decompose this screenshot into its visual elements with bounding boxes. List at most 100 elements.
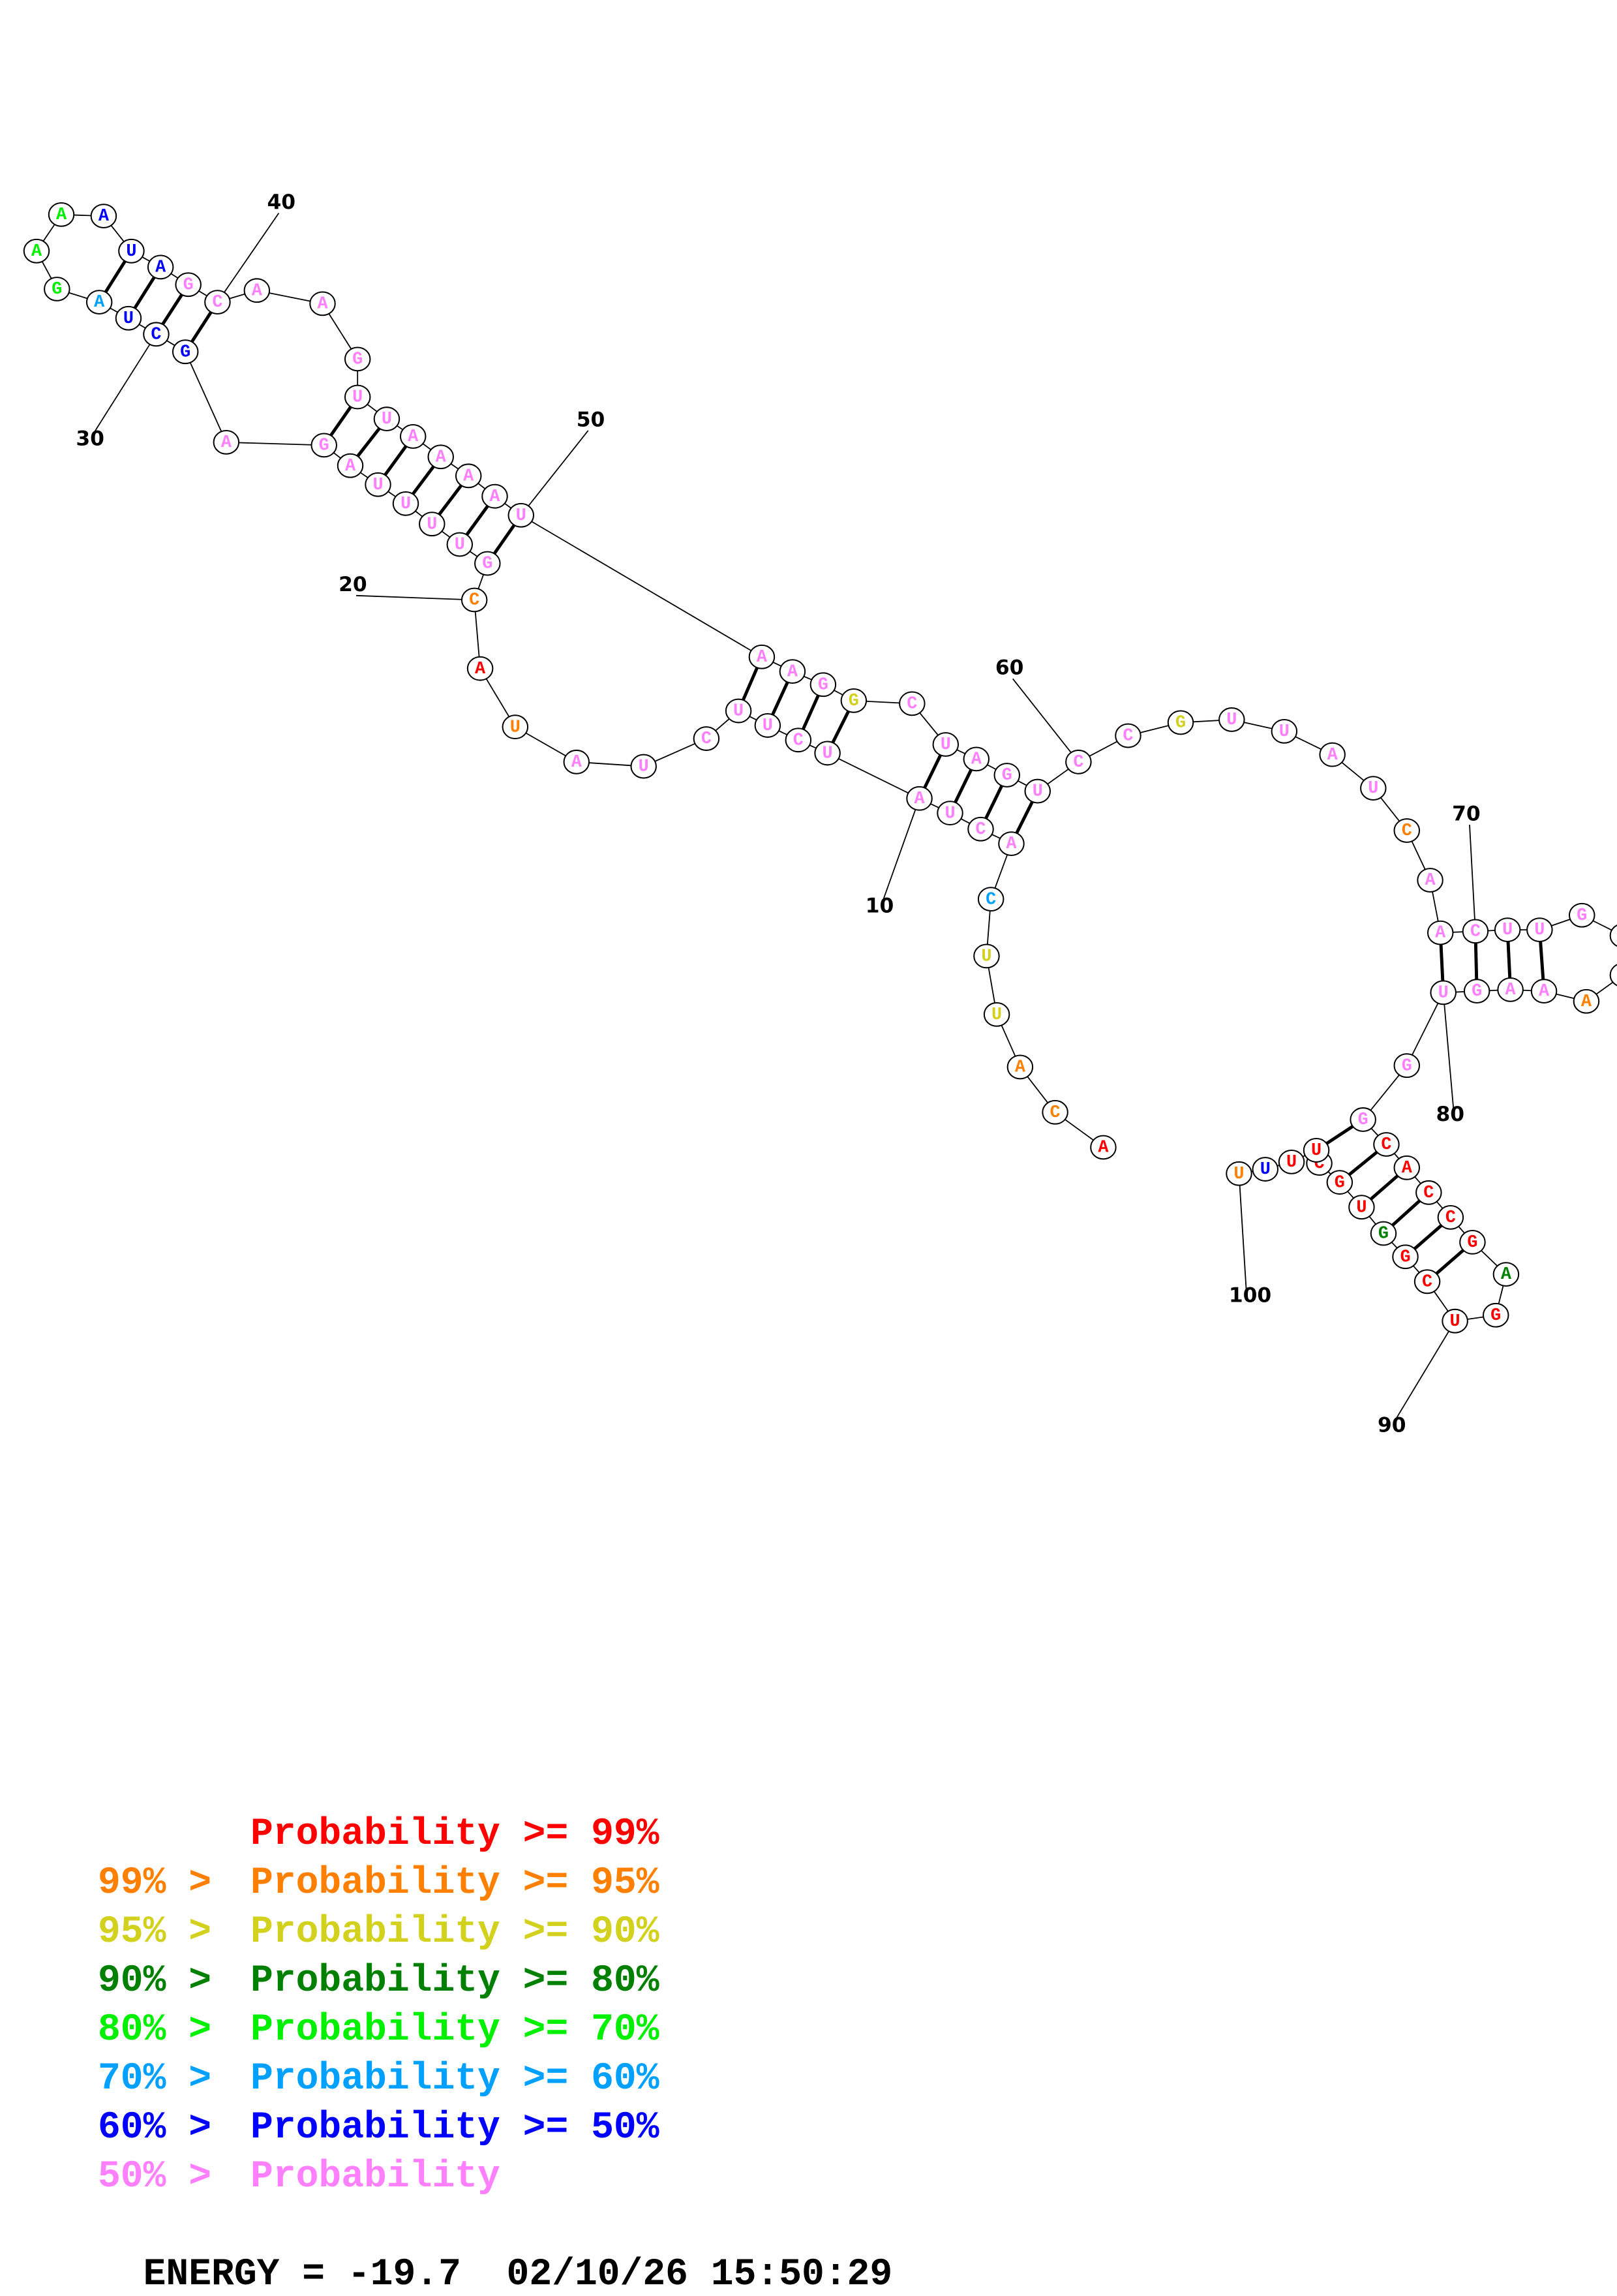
nucleotide-circle [1568, 902, 1595, 928]
nucleotide-letter: U [455, 536, 465, 555]
nucleotide-circle [967, 816, 994, 842]
nucleotide-10: A [906, 786, 933, 811]
nucleotide-71: U [1494, 917, 1521, 943]
nucleotide-67: C [1393, 818, 1421, 843]
nucleotide-77: A [1530, 979, 1558, 1003]
position-label-line [217, 213, 280, 303]
position-label-line [1469, 824, 1476, 932]
nucleotide-86: C [1437, 1204, 1464, 1230]
legend-row: 95% > Probability >= 90% [98, 1914, 659, 1952]
timestamp-text: 02/10/26 15:50:29 [506, 2254, 893, 2296]
nucleotide-21: G [474, 551, 501, 576]
nucleotide-20: C [461, 587, 488, 613]
nucleotide-letter: G [1378, 1225, 1389, 1244]
nucleotide-83: C [1373, 1132, 1400, 1157]
nucleotide-circle [446, 532, 474, 557]
nucleotide-49: A [481, 483, 508, 509]
nucleotide-letter: U [510, 718, 521, 737]
legend-prefix: 80% > [98, 2009, 234, 2051]
nucleotide-letter: C [212, 293, 222, 313]
nucleotide-circle [392, 491, 419, 516]
nucleotide-circle [1393, 1053, 1421, 1079]
nucleotide-circle [474, 551, 501, 576]
nucleotide-circle [906, 786, 933, 811]
nucleotide-letter: A [1327, 746, 1338, 765]
legend-label: Probability >= 90% [250, 1911, 659, 1953]
nucleotide-circle [983, 1002, 1010, 1027]
nucleotide-94: U [1348, 1195, 1375, 1220]
nucleotide-circle [1006, 1054, 1034, 1080]
nucleotide-circle [427, 444, 454, 470]
nucleotide-26: A [337, 453, 364, 478]
nucleotide-letter: U [1033, 782, 1043, 802]
nucleotide-87: G [1459, 1229, 1486, 1255]
nucleotide-84: A [1393, 1155, 1421, 1180]
nucleotide-circle [1492, 1262, 1520, 1287]
nucleotide-44: U [344, 384, 371, 410]
nucleotide-letter: A [94, 293, 105, 313]
nucleotide-circle [899, 691, 926, 716]
nucleotide-38: A [147, 254, 174, 280]
nucleotide-circle [365, 472, 391, 497]
legend-row: 50% > Probability [98, 2158, 500, 2196]
nucleotide-13: U [754, 713, 781, 738]
nucleotide-letter: U [941, 735, 951, 755]
nucleotide-70: C [1462, 919, 1489, 944]
nucleotide-circle [143, 322, 170, 347]
position-label-line [1442, 992, 1455, 1110]
nucleotide-circle [1360, 776, 1387, 801]
nucleotide-circle [1609, 964, 1617, 987]
nucleotide-1: A [1090, 1135, 1117, 1160]
nucleotide-letter: U [400, 495, 411, 514]
nucleotide-letter: U [516, 506, 526, 526]
nucleotide-letter: C [1445, 1208, 1456, 1228]
nucleotide-51: A [748, 644, 776, 669]
nucleotide-circle [502, 714, 529, 740]
nucleotide-circle [725, 698, 752, 724]
nucleotide-circle [419, 512, 446, 537]
energy-text: ENERGY = -19.7 [143, 2254, 461, 2296]
position-label: 50 [577, 408, 605, 431]
nucleotide-14: U [725, 698, 752, 724]
nucleotide-50: U [507, 502, 535, 528]
nucleotide-circle [1319, 742, 1346, 767]
nucleotide-letter: U [823, 744, 833, 764]
legend-prefix: 99% > [98, 1862, 234, 1905]
nucleotide-28: A [213, 429, 240, 455]
legend-prefix: 90% > [98, 1960, 234, 2002]
nucleotide-letter: G [1335, 1173, 1345, 1193]
nucleotide-circle [1024, 778, 1051, 804]
nucleotide-letter: U [372, 476, 383, 495]
nucleotide-letter: G [849, 692, 859, 711]
nucleotide-68: A [1417, 868, 1443, 893]
nucleotide-circle [1218, 707, 1245, 732]
position-label-line [93, 333, 157, 434]
nucleotide-48: A [455, 463, 482, 489]
nucleotide-circle [399, 424, 427, 449]
nucleotide-circle [748, 644, 776, 669]
position-label: 40 [267, 191, 295, 214]
nucleotide-letter: G [1002, 766, 1012, 786]
nucleotide-letter: G [180, 343, 190, 362]
nucleotide-letter: A [1425, 871, 1436, 891]
nucleotide-45: U [373, 406, 400, 431]
nucleotide-circle [563, 749, 590, 774]
nucleotide-circle [754, 713, 781, 738]
nucleotide-42: A [309, 291, 336, 316]
nucleotide-letter: A [56, 206, 67, 225]
nucleotide-circle [1373, 1132, 1400, 1157]
nucleotide-59: U [1024, 778, 1051, 804]
legend-row: 70% > Probability >= 60% [98, 2060, 659, 2098]
nucleotide-circle [310, 433, 337, 458]
nucleotide-circle [213, 429, 240, 455]
legend-prefix: 50% > [98, 2156, 234, 2198]
nucleotide-31: U [115, 305, 142, 331]
position-label: 80 [1436, 1103, 1465, 1126]
nucleotide-circle [115, 305, 142, 331]
nucleotide-letter: C [701, 729, 712, 749]
backbone-link [521, 514, 763, 658]
nucleotide-letter: C [1422, 1272, 1432, 1292]
nucleotide-29: G [172, 339, 199, 365]
